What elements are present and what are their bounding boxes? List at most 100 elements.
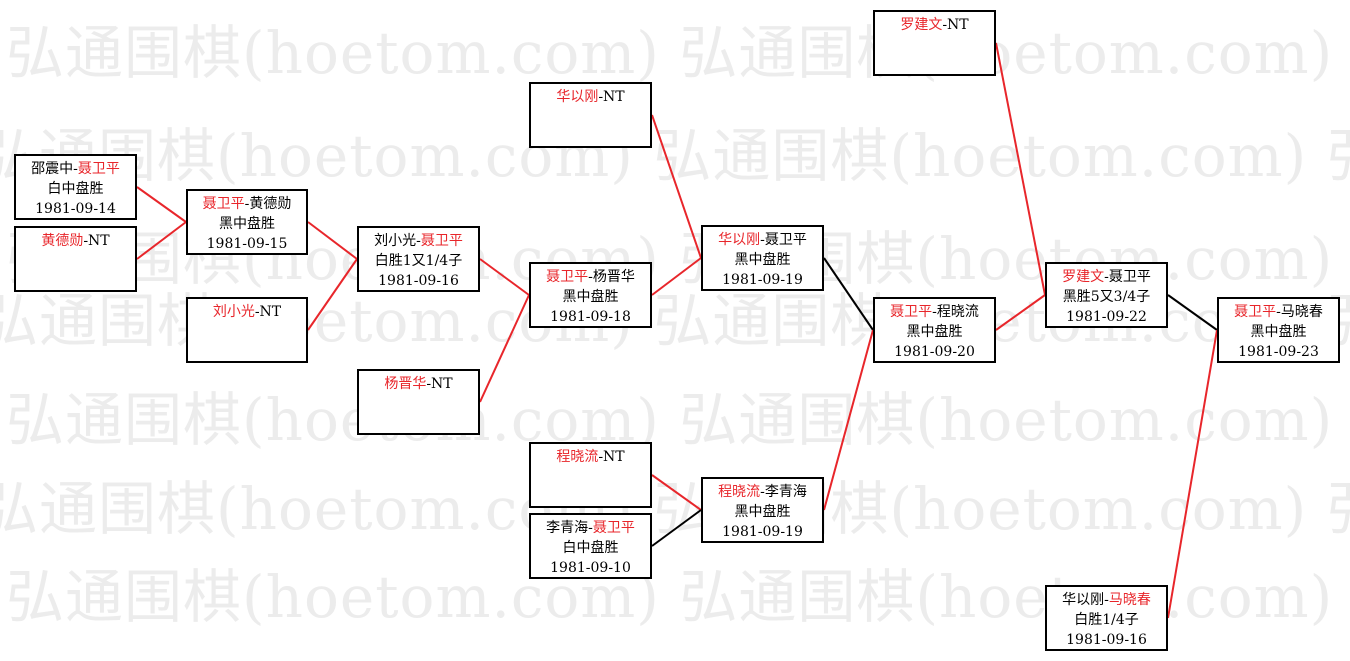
match-result: 黑中盘胜: [1250, 324, 1307, 340]
match-date: 1981-09-15: [206, 236, 288, 252]
player-name: 罗建文: [900, 17, 943, 33]
player-name: 聂卫平: [77, 161, 120, 177]
match-players: 程晓流-李青海: [718, 482, 807, 502]
connector-line: [136, 221, 187, 260]
player-name: 邵震中: [31, 161, 74, 177]
match-players: 罗建文-NT: [900, 15, 968, 35]
connector-line: [651, 257, 702, 296]
match-result: 白中盘胜: [47, 181, 104, 197]
match-result: 黑胜5又3/4子: [1062, 289, 1151, 305]
player-name: 罗建文: [1062, 269, 1105, 285]
player-name: 聂卫平: [1234, 304, 1277, 320]
match-date: 1981-09-22: [1066, 309, 1147, 325]
player-name: 聂卫平: [1108, 269, 1151, 285]
match-players: 程晓流-NT: [556, 447, 624, 467]
no-tournament-marker: -NT: [254, 304, 282, 320]
match-players: 黄德勋-NT: [41, 231, 109, 251]
match-result: 黑中盘胜: [219, 216, 275, 232]
connector-line: [995, 42, 1046, 296]
player-name: 黄德勋: [41, 233, 84, 249]
players-separator: -: [1104, 592, 1109, 608]
player-name: 程晓流: [556, 449, 599, 465]
player-name: 刘小光: [212, 304, 255, 320]
player-name: 聂卫平: [592, 520, 635, 536]
connector-line: [479, 294, 530, 403]
match-date: 1981-09-14: [35, 201, 116, 217]
player-name: 聂卫平: [890, 304, 933, 320]
match-box[interactable]: 程晓流-NT: [529, 442, 652, 508]
match-date: 1981-09-16: [1066, 632, 1147, 648]
match-box[interactable]: 罗建文-聂卫平黑胜5又3/4子 1981-09-22: [1045, 262, 1168, 328]
connector-line: [479, 258, 530, 296]
match-box[interactable]: 华以刚-NT: [529, 82, 652, 148]
player-name: 聂卫平: [764, 232, 807, 248]
player-name: 杨晋华: [592, 269, 635, 285]
connector-line: [823, 257, 874, 331]
connector-line: [995, 294, 1046, 331]
match-date: 1981-09-19: [722, 524, 803, 540]
match-box[interactable]: 杨晋华-NT: [357, 369, 480, 435]
match-box[interactable]: 华以刚-聂卫平黑中盘胜 1981-09-19: [701, 225, 824, 291]
player-name: 黄德勋: [249, 196, 292, 212]
match-players: 邵震中-聂卫平: [31, 159, 120, 179]
match-players: 聂卫平-黄德勋: [203, 194, 292, 214]
match-box[interactable]: 聂卫平-程晓流黑中盘胜 1981-09-20: [873, 297, 996, 363]
player-name: 华以刚: [718, 232, 761, 248]
match-date: 1981-09-20: [894, 344, 975, 360]
match-result: 黑中盘胜: [906, 324, 963, 340]
match-date: 1981-09-19: [722, 272, 803, 288]
players-separator: -: [73, 161, 78, 177]
match-players: 杨晋华-NT: [384, 374, 452, 394]
connector-line: [651, 509, 702, 547]
connector-line: [1167, 329, 1218, 619]
match-date: 1981-09-16: [378, 273, 459, 289]
connector-line: [823, 329, 874, 511]
player-name: 华以刚: [1062, 592, 1105, 608]
player-name: 马晓春: [1280, 304, 1323, 320]
player-name: 华以刚: [556, 89, 599, 105]
players-separator: -: [760, 232, 765, 248]
match-box[interactable]: 刘小光-NT: [186, 297, 308, 363]
no-tournament-marker: -NT: [83, 233, 110, 249]
players-separator: -: [1104, 269, 1109, 285]
match-box[interactable]: 黄德勋-NT: [14, 226, 137, 292]
match-result: 白胜1/4子: [1074, 612, 1139, 628]
player-name: 聂卫平: [546, 269, 589, 285]
players-separator: -: [932, 304, 937, 320]
match-players: 华以刚-马晓春: [1062, 590, 1151, 610]
players-separator: -: [760, 484, 765, 500]
players-separator: -: [244, 196, 250, 212]
player-name: 刘小光: [374, 233, 417, 249]
match-players: 聂卫平-程晓流: [890, 302, 979, 322]
match-result: 白中盘胜: [562, 540, 619, 556]
connector-line: [307, 221, 358, 260]
player-name: 程晓流: [936, 304, 979, 320]
match-box[interactable]: 邵震中-聂卫平白中盘胜 1981-09-14: [14, 154, 137, 220]
match-players: 李青海-聂卫平: [546, 518, 635, 538]
player-name: 聂卫平: [420, 233, 463, 249]
players-separator: -: [588, 520, 593, 536]
player-name: 李青海: [546, 520, 589, 536]
match-result: 黑中盘胜: [734, 252, 791, 268]
player-name: 程晓流: [718, 484, 761, 500]
match-players: 刘小光-聂卫平: [374, 231, 463, 251]
players-separator: -: [416, 233, 421, 249]
no-tournament-marker: -NT: [598, 89, 625, 105]
match-players: 华以刚-聂卫平: [718, 230, 807, 250]
match-box[interactable]: 聂卫平-黄德勋黑中盘胜 1981-09-15: [186, 189, 308, 255]
connector-line: [136, 186, 187, 223]
connector-line: [1167, 294, 1218, 331]
match-box[interactable]: 华以刚-马晓春白胜1/4子 1981-09-16: [1045, 585, 1168, 651]
no-tournament-marker: -NT: [598, 449, 625, 465]
player-name: 杨晋华: [384, 376, 427, 392]
match-box[interactable]: 罗建文-NT: [873, 10, 996, 76]
match-date: 1981-09-18: [550, 309, 631, 325]
no-tournament-marker: -NT: [426, 376, 453, 392]
connector-line: [651, 114, 702, 259]
